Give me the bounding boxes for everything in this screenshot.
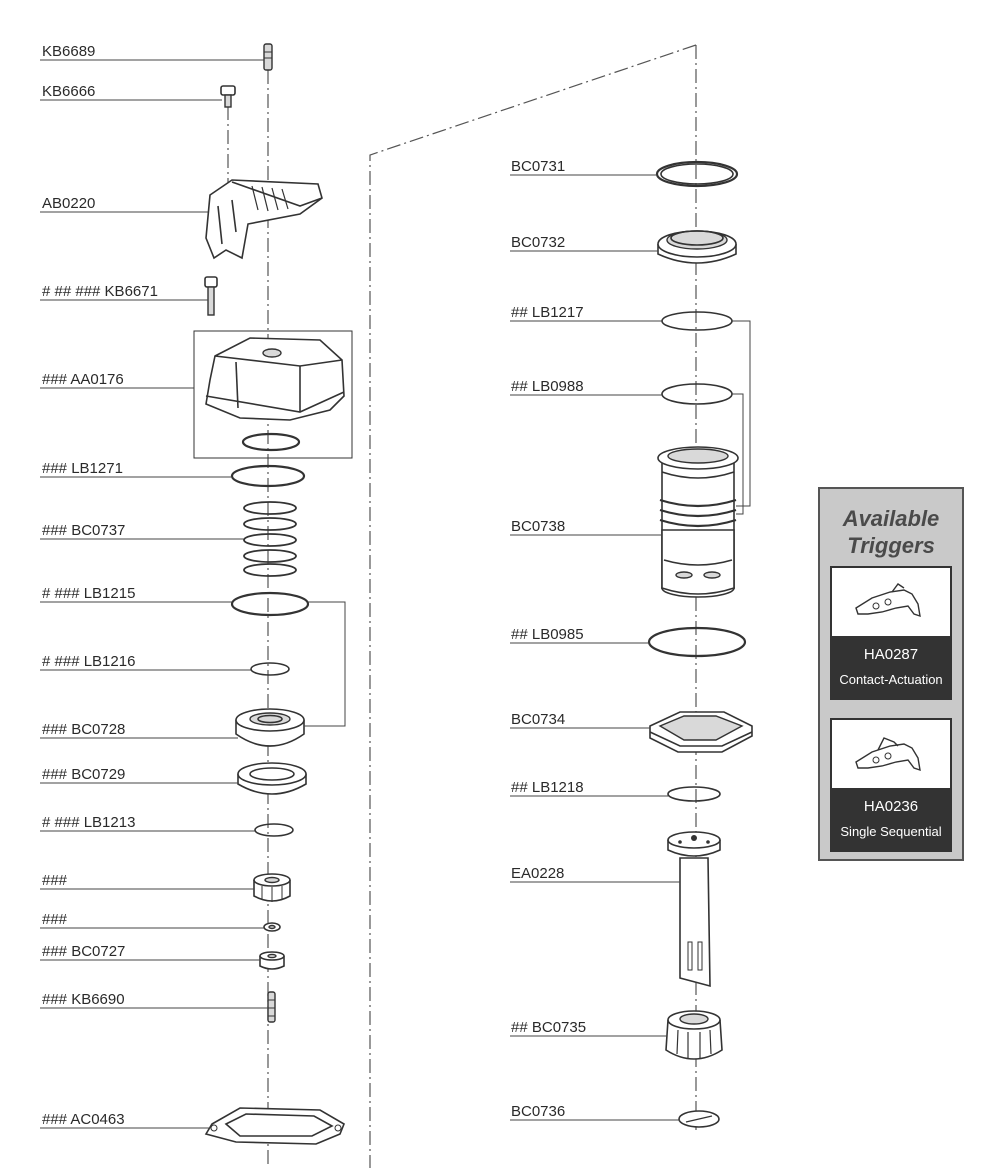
part-bc0727-nut bbox=[259, 951, 285, 970]
part-lb1213-ring bbox=[254, 823, 294, 837]
part-kb6666-screw bbox=[220, 85, 236, 108]
label-lb0988: ## LB0988 bbox=[511, 378, 584, 395]
label-lb1213: # ### LB1213 bbox=[42, 814, 135, 831]
part-bc0729-washer bbox=[237, 762, 307, 795]
label-ea0228: EA0228 bbox=[511, 865, 564, 882]
triggers-title-line2: Triggers bbox=[847, 533, 935, 558]
label-bc0727: ### BC0727 bbox=[42, 943, 125, 960]
label-lb1271: ### LB1271 bbox=[42, 460, 123, 477]
triggers-title: Available Triggers bbox=[820, 505, 962, 559]
trigger-code: HA0287 bbox=[863, 646, 919, 663]
label-lb0985: ## LB0985 bbox=[511, 626, 584, 643]
label-part-14: ### bbox=[42, 911, 68, 928]
trigger-card-ha0287[interactable]: HA0287 Contact-Actuation bbox=[830, 566, 952, 700]
part-lb1218-ring bbox=[667, 786, 721, 802]
part-lb1271-ring bbox=[230, 464, 306, 488]
part-ea0228-valve bbox=[667, 831, 721, 988]
part-lb0985-ring bbox=[647, 626, 747, 658]
part-kb6690-pin bbox=[267, 991, 276, 1023]
bracket-lb1215 bbox=[304, 601, 346, 727]
part-nut-large bbox=[253, 873, 291, 902]
label-aa0176: ### AA0176 bbox=[42, 371, 124, 388]
part-bc0737-spring bbox=[243, 501, 297, 577]
label-lb1215: # ### LB1215 bbox=[42, 585, 135, 602]
label-bc0728: ### BC0728 bbox=[42, 721, 125, 738]
label-kb6689: KB6689 bbox=[42, 43, 95, 60]
available-triggers-panel: Available Triggers HA0287 Contact-Actuat… bbox=[818, 487, 964, 861]
trigger-icon bbox=[855, 737, 921, 772]
part-bc0735-knob bbox=[665, 1010, 723, 1060]
part-ab0220-cover bbox=[205, 179, 323, 260]
triggers-title-line1: Available bbox=[842, 506, 940, 531]
trigger-label-band: HA0287 Contact-Actuation bbox=[832, 636, 950, 698]
label-bc0737: ### BC0737 bbox=[42, 522, 125, 539]
label-kb6666: KB6666 bbox=[42, 83, 95, 100]
label-bc0729: ### BC0729 bbox=[42, 766, 125, 783]
part-bc0728-seal bbox=[235, 708, 305, 747]
part-lb1215-ring bbox=[230, 591, 310, 617]
part-kb6689-pin bbox=[263, 43, 273, 71]
label-ac0463: ### AC0463 bbox=[42, 1111, 125, 1128]
trigger-code: HA0236 bbox=[863, 798, 919, 815]
part-lb0988-ring bbox=[661, 383, 733, 405]
part-bc0731-ring bbox=[655, 160, 739, 188]
trigger-label-band: HA0236 Single Sequential bbox=[832, 788, 950, 850]
label-lb1217: ## LB1217 bbox=[511, 304, 584, 321]
label-part-13: ### bbox=[42, 872, 68, 889]
label-kb6671: # ## ### KB6671 bbox=[42, 283, 158, 300]
trigger-description: Single Sequential bbox=[840, 824, 942, 839]
part-aa0176-housing bbox=[205, 337, 345, 452]
label-bc0738: BC0738 bbox=[511, 518, 565, 535]
trigger-icon bbox=[855, 583, 921, 618]
part-ac0463-gasket bbox=[204, 1107, 345, 1145]
aa0176-group-box bbox=[193, 330, 353, 459]
label-kb6690: ### KB6690 bbox=[42, 991, 125, 1008]
trigger-card-ha0236[interactable]: HA0236 Single Sequential bbox=[830, 718, 952, 852]
label-bc0736: BC0736 bbox=[511, 1103, 565, 1120]
part-bc0738-cylinder bbox=[657, 446, 739, 598]
label-bc0734: BC0734 bbox=[511, 711, 565, 728]
connection-axis bbox=[369, 44, 697, 1168]
label-bc0731: BC0731 bbox=[511, 158, 565, 175]
label-lb1218: ## LB1218 bbox=[511, 779, 584, 796]
label-lb1216: # ### LB1216 bbox=[42, 653, 135, 670]
part-bc0736-cap bbox=[678, 1110, 720, 1128]
part-lb1217-ring bbox=[661, 311, 733, 331]
label-bc0732: BC0732 bbox=[511, 234, 565, 251]
part-bc0734-plate bbox=[649, 711, 753, 753]
part-bc0732-collar bbox=[657, 230, 737, 264]
part-kb6671-bolt bbox=[204, 276, 218, 316]
part-small-washer bbox=[263, 922, 281, 932]
trigger-description: Contact-Actuation bbox=[839, 672, 943, 687]
label-bc0735: ## BC0735 bbox=[511, 1019, 586, 1036]
label-ab0220: AB0220 bbox=[42, 195, 95, 212]
bracket-lb0988 bbox=[732, 393, 744, 515]
part-lb1216-ring bbox=[250, 662, 290, 676]
